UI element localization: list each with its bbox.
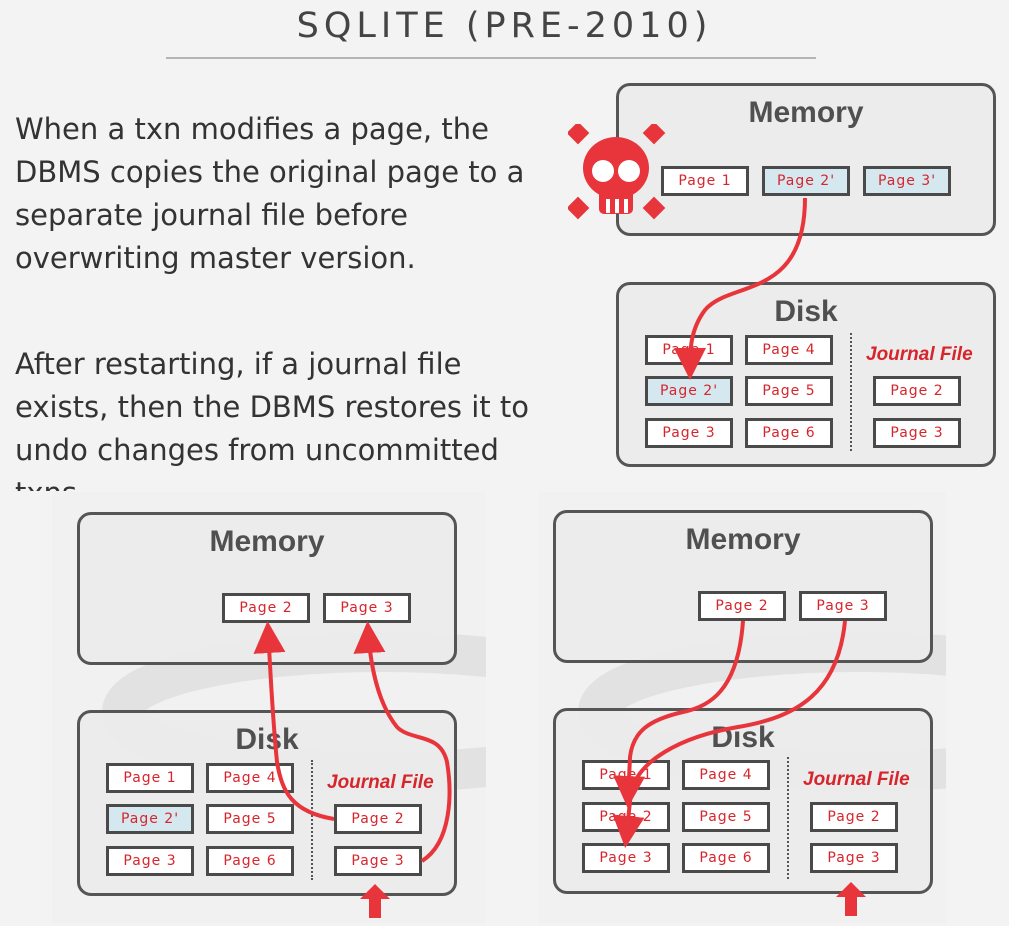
memory-box: Memory [616, 83, 996, 236]
disk-page: Page 4 [206, 763, 294, 793]
memory-page: Page 2 [698, 591, 786, 621]
memory-box: Memory [77, 512, 457, 665]
disk-page: Page 1 [582, 760, 670, 790]
disk-title: Disk [235, 723, 299, 756]
journal-divider [787, 757, 789, 879]
journal-page: Page 3 [810, 843, 898, 873]
disk-page: Page 4 [682, 760, 770, 790]
journal-file-label: Journal File [803, 769, 910, 790]
explanation-paragraph: When a txn modifies a page, the DBMS cop… [15, 112, 525, 275]
disk-page: Page 3 [106, 846, 194, 876]
journal-file-label: Journal File [327, 772, 434, 793]
skull-crossbones-icon [568, 124, 666, 220]
disk-page: Page 5 [745, 376, 833, 406]
restart-paragraph: After restarting, if a journal file exis… [15, 347, 530, 491]
disk-title: Disk [774, 295, 838, 328]
disk-page-modified: Page 2' [106, 804, 194, 834]
memory-title: Memory [209, 525, 325, 558]
restore-diagram-panel: Memory Page 2 Page 3 Disk Page 1 Page 4 … [52, 492, 486, 924]
journal-page: Page 2 [810, 802, 898, 832]
disk-page: Page 6 [745, 418, 833, 448]
memory-title: Memory [748, 96, 864, 129]
slide-title: SQLITE (PRE-2010) [296, 6, 713, 46]
disk-page: Page 3 [645, 418, 733, 448]
disk-title: Disk [711, 721, 775, 754]
memory-page: Page 1 [661, 166, 749, 196]
memory-page: Page 2 [222, 593, 310, 623]
memory-page: Page 3 [799, 591, 887, 621]
disk-page: Page 1 [645, 335, 733, 365]
memory-page-modified: Page 3' [863, 166, 951, 196]
disk-page: Page 6 [206, 846, 294, 876]
journal-page: Page 2 [873, 376, 961, 406]
journal-file-label: Journal File [866, 344, 973, 365]
memory-box: Memory [553, 510, 933, 663]
title-underline [166, 57, 816, 59]
disk-page: Page 3 [582, 843, 670, 873]
disk-page: Page 5 [682, 802, 770, 832]
journal-page: Page 2 [334, 804, 422, 834]
disk-page: Page 2 [582, 802, 670, 832]
memory-page: Page 3 [323, 593, 411, 623]
memory-page-modified: Page 2' [762, 166, 850, 196]
journal-page: Page 3 [873, 418, 961, 448]
recovered-diagram-panel: Memory Page 2 Page 3 Disk Page 1 Page 4 … [538, 492, 946, 924]
journal-divider [311, 760, 313, 880]
up-arrow-icon [836, 882, 866, 916]
up-arrow-icon [360, 884, 390, 918]
memory-title: Memory [685, 523, 801, 556]
journal-divider [850, 333, 852, 451]
disk-page-modified: Page 2' [645, 376, 733, 406]
journal-page: Page 3 [334, 846, 422, 876]
disk-page: Page 6 [682, 843, 770, 873]
disk-page: Page 1 [106, 763, 194, 793]
disk-page: Page 4 [745, 335, 833, 365]
disk-page: Page 5 [206, 804, 294, 834]
